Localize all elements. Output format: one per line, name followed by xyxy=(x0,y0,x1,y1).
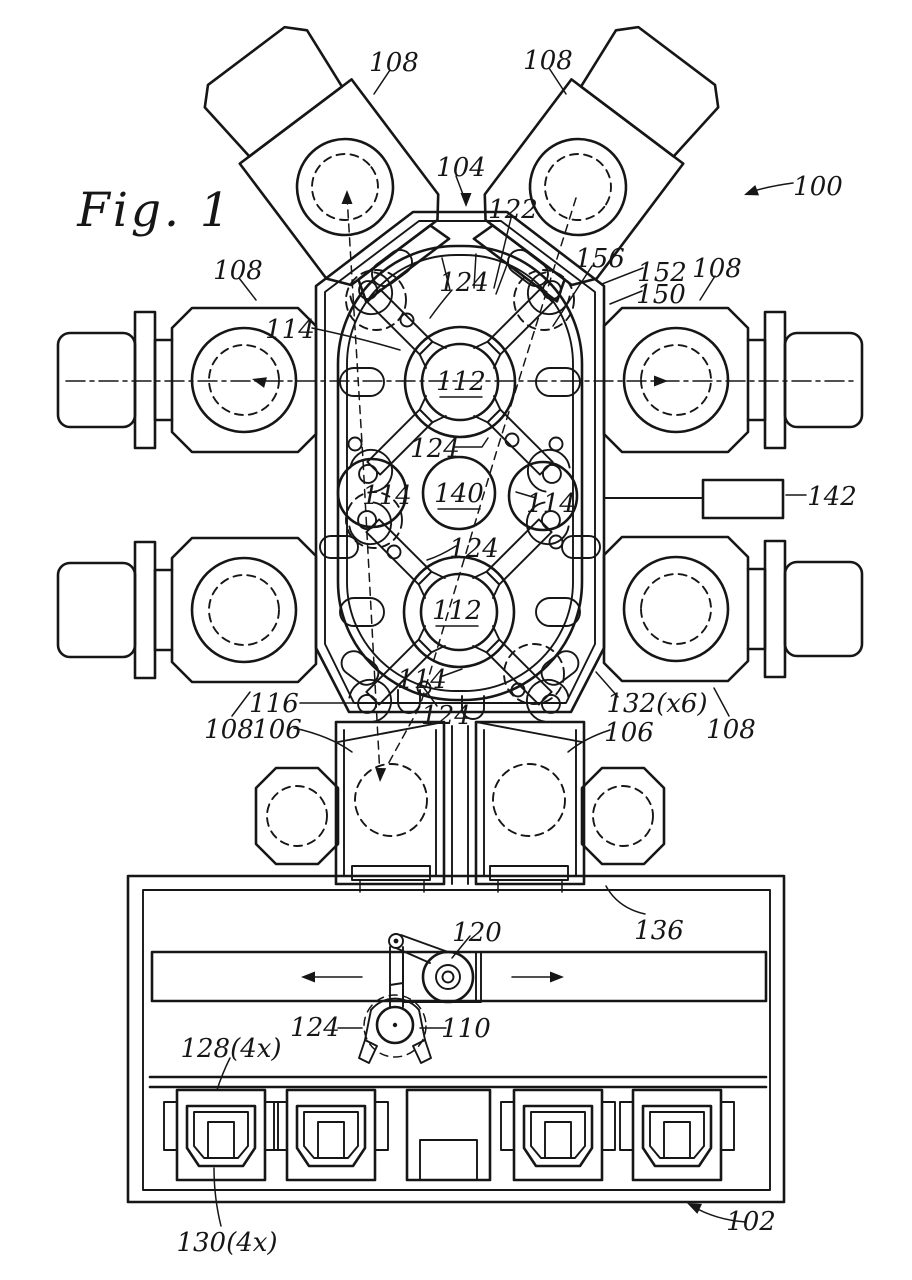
wafer-station-right xyxy=(507,460,579,532)
ref-140: 140 xyxy=(434,479,484,509)
ref-106-left: 106 xyxy=(252,715,302,745)
ref-108-top-right: 108 xyxy=(523,46,573,76)
load-port-3 xyxy=(499,1088,617,1182)
ref-104: 104 xyxy=(436,153,486,183)
transfer-robot-upper xyxy=(347,269,573,495)
ref-150: 150 xyxy=(636,280,686,310)
load-port-1 xyxy=(162,1088,280,1182)
ref-120: 120 xyxy=(452,918,502,948)
ref-114-left: 114 xyxy=(362,481,412,511)
controller-box xyxy=(603,478,807,520)
process-chamber-low-left xyxy=(56,536,318,684)
robot-track xyxy=(150,950,768,1003)
ref-136: 136 xyxy=(634,916,684,946)
ref-114-right: 114 xyxy=(526,489,576,519)
service-box xyxy=(405,1088,492,1182)
ref-156: 156 xyxy=(575,244,625,274)
ref-132: 132(x6) xyxy=(606,689,707,719)
load-lock-left xyxy=(334,720,446,886)
factory-interface xyxy=(126,874,786,1204)
process-chamber-mid-right xyxy=(602,306,864,454)
fi-robot xyxy=(358,933,475,1064)
ref-108-mid-right: 108 xyxy=(692,254,742,284)
ref-108-bottom-left: 108 xyxy=(204,715,254,745)
slit-valve-slot xyxy=(339,597,385,627)
vent-slot xyxy=(461,695,485,720)
ref-112-upper: 112 xyxy=(436,367,486,397)
load-lock-right xyxy=(474,720,586,886)
slit-valve-slot xyxy=(371,249,413,287)
ref-142: 142 xyxy=(807,482,857,512)
vent-slot xyxy=(397,689,421,714)
ref-102: 102 xyxy=(726,1207,776,1237)
load-port-2 xyxy=(272,1088,390,1182)
ref-112-lower: 112 xyxy=(432,596,482,626)
slit-valve-slot xyxy=(535,367,581,397)
transfer-robot-lower xyxy=(346,499,572,725)
center-station xyxy=(421,455,497,531)
fi-end-effector xyxy=(358,994,432,1064)
ref-124-fi: 124 xyxy=(290,1013,340,1043)
ref-114-bottom: 114 xyxy=(397,665,447,695)
ref-114-top: 114 xyxy=(265,315,315,345)
ref-106-right: 106 xyxy=(604,718,654,748)
ref-124-bottom: 124 xyxy=(421,701,471,731)
slit-valve-slot xyxy=(339,367,385,397)
ref-110: 110 xyxy=(441,1014,491,1044)
buffer-chamber-left xyxy=(254,766,340,866)
slit-valve-slot xyxy=(535,597,581,627)
ref-124-third: 124 xyxy=(449,534,499,564)
ref-100: 100 xyxy=(793,172,843,202)
buffer-chamber-right xyxy=(580,766,666,866)
figure-title: Fig. 1 xyxy=(76,183,233,238)
ref-124-top: 124 xyxy=(439,268,489,298)
ref-124-second: 124 xyxy=(410,434,460,464)
ref-152: 152 xyxy=(637,258,687,288)
transfer-chamber xyxy=(314,210,606,720)
ref-108-bottom-right: 108 xyxy=(706,715,756,745)
ref-108-top-left: 108 xyxy=(369,48,419,78)
ref-108-mid-left: 108 xyxy=(213,256,263,286)
ref-122: 122 xyxy=(488,195,538,225)
load-port-4 xyxy=(618,1088,736,1182)
slit-valve-slot xyxy=(507,249,549,287)
process-chamber-low-right xyxy=(602,535,864,683)
ref-128: 128(4x) xyxy=(180,1034,281,1064)
leader-lines xyxy=(213,67,794,1227)
load-lock-divider xyxy=(451,725,469,885)
ref-116: 116 xyxy=(249,689,299,719)
ref-130: 130(4x) xyxy=(176,1228,277,1258)
